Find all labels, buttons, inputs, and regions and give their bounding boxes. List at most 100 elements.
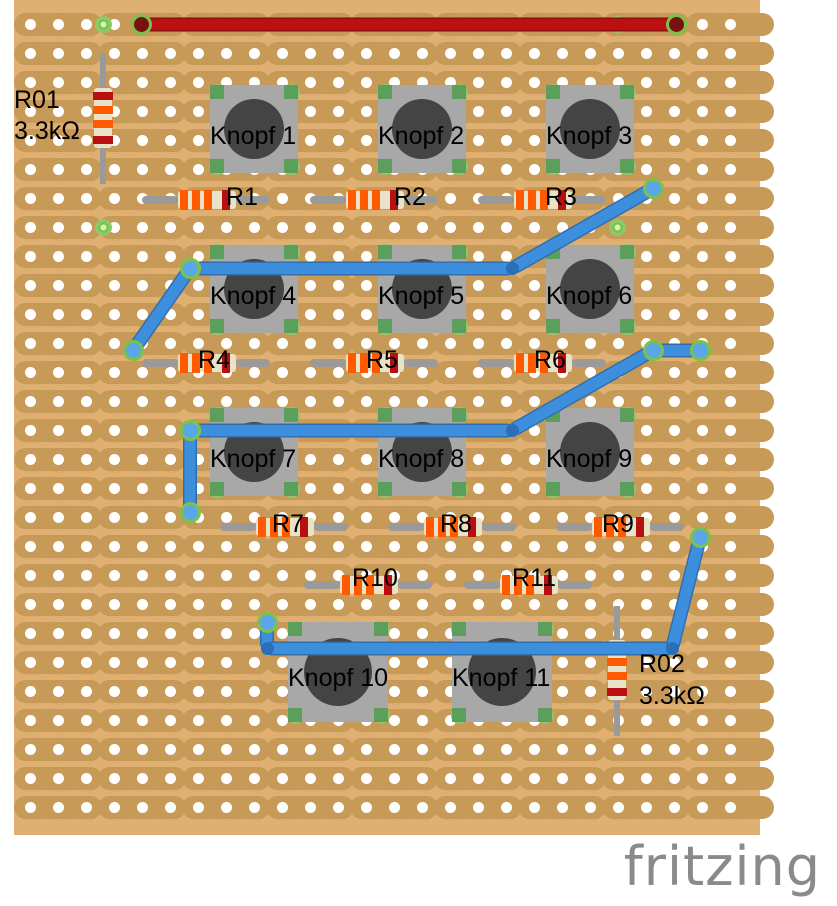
- stripboard-hole[interactable]: [81, 367, 92, 378]
- connected-pad[interactable]: [612, 222, 623, 233]
- stripboard-hole[interactable]: [669, 106, 680, 117]
- stripboard-hole[interactable]: [557, 628, 568, 639]
- stripboard-hole[interactable]: [333, 106, 344, 117]
- wire-short-right-stub-node[interactable]: [645, 342, 661, 358]
- stripboard-hole[interactable]: [697, 744, 708, 755]
- stripboard-hole[interactable]: [585, 744, 596, 755]
- stripboard-hole[interactable]: [389, 222, 400, 233]
- stripboard-hole[interactable]: [557, 686, 568, 697]
- stripboard-hole[interactable]: [557, 541, 568, 552]
- stripboard-hole[interactable]: [137, 454, 148, 465]
- wire-knopf6-to-right-node[interactable]: [182, 260, 198, 276]
- stripboard-hole[interactable]: [725, 657, 736, 668]
- stripboard-hole[interactable]: [669, 338, 680, 349]
- stripboard-hole[interactable]: [725, 280, 736, 291]
- stripboard-hole[interactable]: [81, 396, 92, 407]
- stripboard-hole[interactable]: [249, 338, 260, 349]
- stripboard-hole[interactable]: [109, 338, 120, 349]
- stripboard-hole[interactable]: [109, 715, 120, 726]
- stripboard-hole[interactable]: [53, 48, 64, 59]
- stripboard-hole[interactable]: [361, 744, 372, 755]
- stripboard-hole[interactable]: [305, 48, 316, 59]
- stripboard-hole[interactable]: [25, 657, 36, 668]
- stripboard-hole[interactable]: [697, 19, 708, 30]
- wire-row3-left-down-node[interactable]: [182, 422, 198, 438]
- button-knopf-3[interactable]: [546, 85, 634, 173]
- stripboard-hole[interactable]: [81, 715, 92, 726]
- stripboard-hole[interactable]: [25, 483, 36, 494]
- stripboard-hole[interactable]: [25, 744, 36, 755]
- stripboard-hole[interactable]: [445, 77, 456, 88]
- stripboard-hole[interactable]: [529, 773, 540, 784]
- stripboard-hole[interactable]: [165, 48, 176, 59]
- stripboard-hole[interactable]: [137, 367, 148, 378]
- stripboard-hole[interactable]: [697, 135, 708, 146]
- wire-row3-right-segment[interactable]: [190, 424, 512, 436]
- stripboard-hole[interactable]: [109, 135, 120, 146]
- stripboard-hole[interactable]: [725, 541, 736, 552]
- stripboard-hole[interactable]: [473, 280, 484, 291]
- stripboard-hole[interactable]: [585, 396, 596, 407]
- stripboard-hole[interactable]: [725, 19, 736, 30]
- stripboard-hole[interactable]: [529, 48, 540, 59]
- stripboard-hole[interactable]: [501, 599, 512, 610]
- stripboard-hole[interactable]: [501, 744, 512, 755]
- stripboard-hole[interactable]: [613, 570, 624, 581]
- stripboard-hole[interactable]: [193, 106, 204, 117]
- stripboard-hole[interactable]: [109, 773, 120, 784]
- stripboard-hole[interactable]: [641, 164, 652, 175]
- stripboard-hole[interactable]: [193, 280, 204, 291]
- stripboard-hole[interactable]: [109, 396, 120, 407]
- stripboard-hole[interactable]: [277, 802, 288, 813]
- stripboard-hole[interactable]: [529, 512, 540, 523]
- stripboard-hole[interactable]: [641, 802, 652, 813]
- stripboard-hole[interactable]: [137, 135, 148, 146]
- stripboard-hole[interactable]: [725, 367, 736, 378]
- stripboard-hole[interactable]: [417, 570, 428, 581]
- stripboard-hole[interactable]: [193, 338, 204, 349]
- stripboard-hole[interactable]: [585, 541, 596, 552]
- stripboard-hole[interactable]: [305, 454, 316, 465]
- stripboard-hole[interactable]: [25, 512, 36, 523]
- stripboard-hole[interactable]: [81, 251, 92, 262]
- stripboard-hole[interactable]: [613, 599, 624, 610]
- stripboard-hole[interactable]: [221, 77, 232, 88]
- stripboard-hole[interactable]: [473, 164, 484, 175]
- button-knopf-5[interactable]: [378, 245, 466, 333]
- stripboard-hole[interactable]: [305, 309, 316, 320]
- wire-knopf3-to-right-segment[interactable]: [190, 262, 512, 274]
- stripboard-hole[interactable]: [641, 425, 652, 436]
- stripboard-hole[interactable]: [529, 309, 540, 320]
- stripboard-hole[interactable]: [137, 222, 148, 233]
- stripboard-hole[interactable]: [137, 628, 148, 639]
- stripboard-hole[interactable]: [333, 802, 344, 813]
- stripboard-hole[interactable]: [277, 686, 288, 697]
- stripboard-hole[interactable]: [109, 164, 120, 175]
- stripboard-hole[interactable]: [473, 454, 484, 465]
- stripboard-hole[interactable]: [165, 396, 176, 407]
- stripboard-hole[interactable]: [137, 657, 148, 668]
- stripboard-hole[interactable]: [585, 512, 596, 523]
- stripboard-hole[interactable]: [221, 396, 232, 407]
- stripboard-hole[interactable]: [81, 657, 92, 668]
- stripboard-hole[interactable]: [193, 396, 204, 407]
- stripboard-hole[interactable]: [669, 715, 680, 726]
- stripboard-hole[interactable]: [165, 222, 176, 233]
- stripboard-hole[interactable]: [165, 541, 176, 552]
- stripboard-hole[interactable]: [137, 715, 148, 726]
- stripboard-hole[interactable]: [361, 396, 372, 407]
- stripboard-hole[interactable]: [641, 106, 652, 117]
- stripboard-hole[interactable]: [445, 744, 456, 755]
- stripboard-hole[interactable]: [697, 251, 708, 262]
- stripboard-hole[interactable]: [305, 483, 316, 494]
- stripboard-hole[interactable]: [473, 106, 484, 117]
- stripboard-hole[interactable]: [221, 512, 232, 523]
- stripboard-hole[interactable]: [473, 251, 484, 262]
- stripboard-hole[interactable]: [361, 541, 372, 552]
- stripboard-hole[interactable]: [529, 483, 540, 494]
- stripboard-hole[interactable]: [725, 106, 736, 117]
- stripboard-hole[interactable]: [641, 222, 652, 233]
- stripboard-hole[interactable]: [641, 773, 652, 784]
- stripboard-hole[interactable]: [725, 48, 736, 59]
- stripboard-hole[interactable]: [53, 77, 64, 88]
